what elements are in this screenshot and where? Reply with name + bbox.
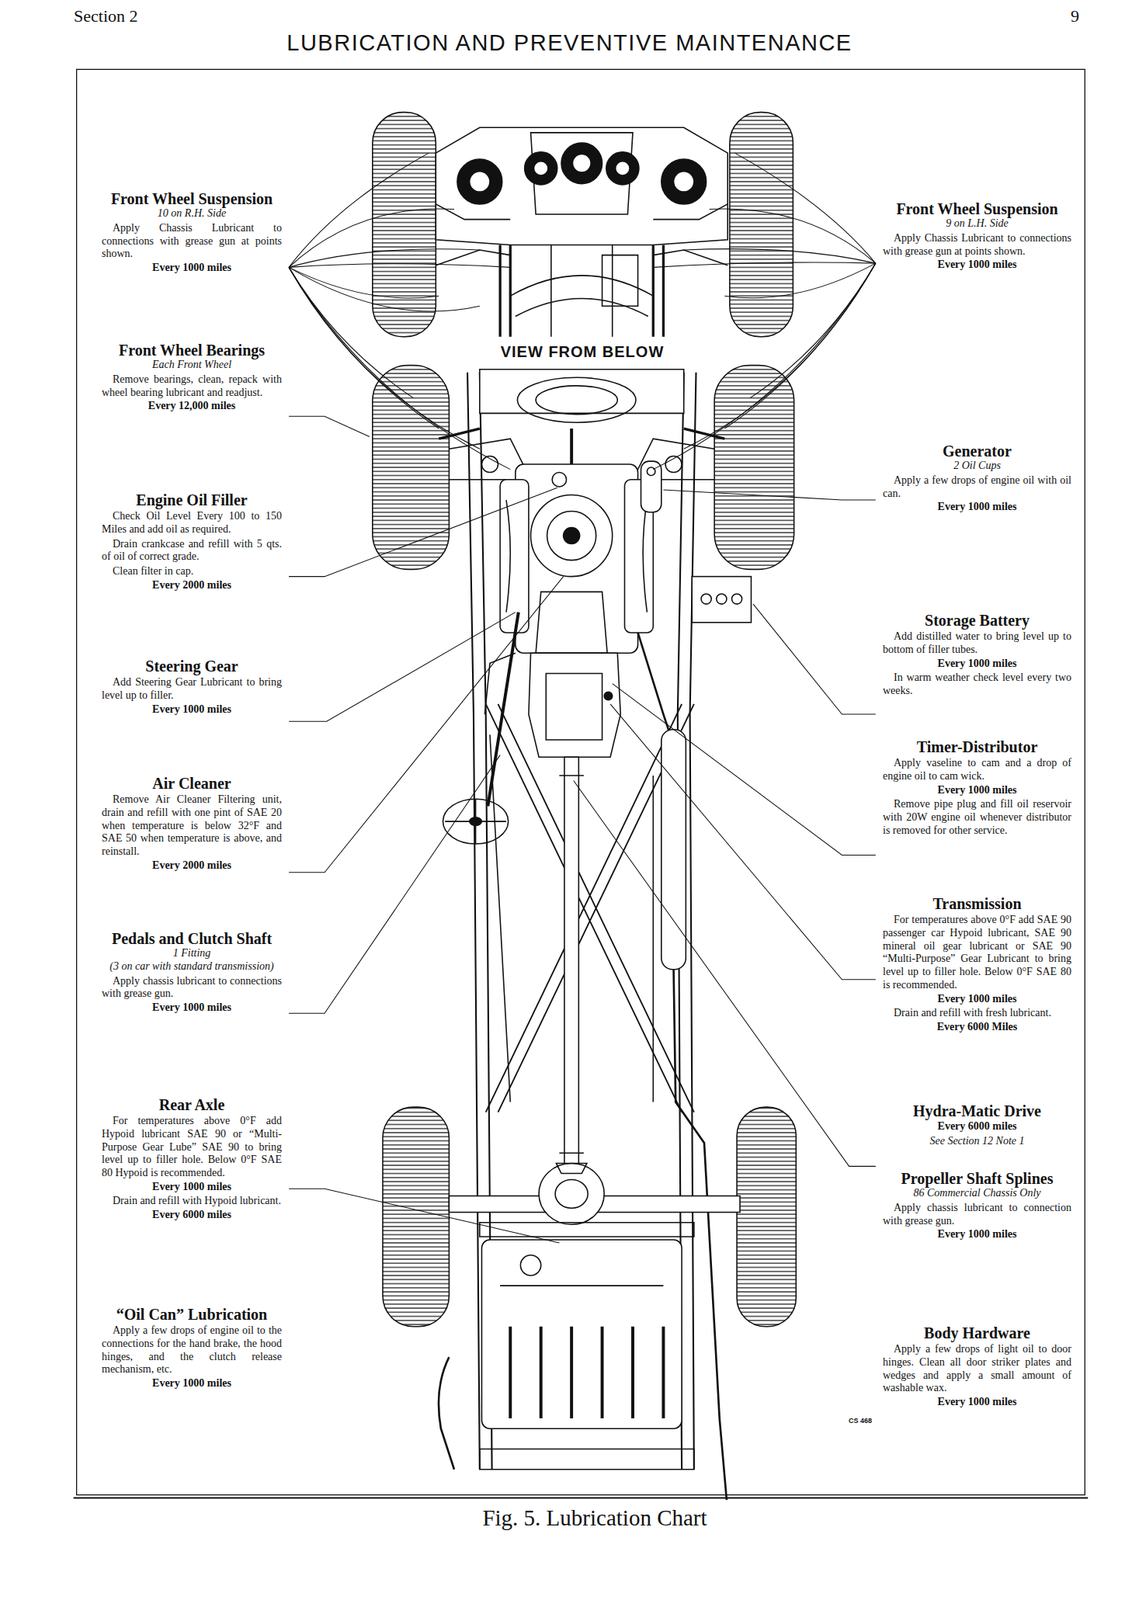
callout-body: Drain and refill with Hypoid lubricant. <box>101 1194 282 1209</box>
callout-interval: Every 2000 miles <box>101 858 282 873</box>
callout-heading: Pedals and Clutch Shaft <box>101 930 282 948</box>
callout-body: Drain crankcase and refill with 5 qts. o… <box>101 538 282 565</box>
callout-block: Body HardwareApply a few drops of light … <box>882 1323 1072 1411</box>
callout-block: Hydra-Matic DriveEvery 6000 milesSee Sec… <box>882 1100 1072 1148</box>
callout-note: See Section 12 Note 1 <box>882 1135 1072 1149</box>
callout-interval: Every 1000 miles <box>101 1000 282 1015</box>
callout-block: Timer-DistributorApply vaseline to cam a… <box>882 736 1072 837</box>
callout-block: Steering GearAdd Steering Gear Lubricant… <box>101 656 282 718</box>
callout-body: Add Steering Gear Lubricant to bring lev… <box>101 676 282 703</box>
callout-block: Front Wheel Suspension9 on L.H. SideAppl… <box>882 198 1072 274</box>
callout-interval: Every 6000 miles <box>101 1208 282 1223</box>
callout-body: Check Oil Level Every 100 to 150 Miles a… <box>101 510 282 537</box>
callout-block: Storage BatteryAdd distilled water to br… <box>882 610 1072 698</box>
page-number: 9 <box>1001 6 1080 27</box>
callout-note: (3 on car with standard transmission) <box>101 960 282 974</box>
callout-block: Rear AxleFor temperatures above 0°F add … <box>101 1094 282 1224</box>
view-label: VIEW FROM BELOW <box>481 343 684 361</box>
callout-block: Pedals and Clutch Shaft1 Fitting(3 on ca… <box>101 928 282 1017</box>
callout-body: In warm weather check level every two we… <box>882 671 1072 698</box>
callout-interval: Every 1000 miles <box>882 500 1072 514</box>
callout-block: Air CleanerRemove Air Cleaner Filtering … <box>101 773 282 874</box>
section-number: Section 2 <box>73 6 230 27</box>
callout-body: For temperatures above 0°F add SAE 90 pa… <box>882 913 1072 993</box>
callout-block: Engine Oil FillerCheck Oil Level Every 1… <box>101 489 282 594</box>
callout-body: Apply Chassis Lubricant to connections w… <box>101 222 282 261</box>
drawing-number: CS 468 <box>848 1417 896 1426</box>
callout-block: Propeller Shaft Splines86 Commercial Cha… <box>882 1168 1072 1244</box>
callout-interval: Every 1000 miles <box>882 1395 1072 1410</box>
callout-interval: Every 1000 miles <box>882 656 1072 671</box>
callout-interval: Every 1000 miles <box>101 702 282 717</box>
callout-block: Generator2 Oil CupsApply a few drops of … <box>882 441 1072 516</box>
callout-block: TransmissionFor temperatures above 0°F a… <box>882 893 1072 1036</box>
callout-heading: Front Wheel Suspension <box>882 200 1072 218</box>
callout-heading: Front Wheel Suspension <box>101 190 282 208</box>
callout-note: Each Front Wheel <box>101 358 282 372</box>
callout-interval: Every 1000 miles <box>882 783 1072 798</box>
callout-interval: Every 1000 miles <box>882 257 1072 272</box>
callout-heading: Generator <box>882 442 1072 460</box>
callout-heading: Steering Gear <box>101 657 282 675</box>
callout-body: Apply vaseline to cam and a drop of engi… <box>882 757 1072 784</box>
callout-block: Front Wheel Suspension10 on R.H. SideApp… <box>101 188 282 277</box>
callout-block: “Oil Can” LubricationApply a few drops o… <box>101 1304 282 1393</box>
callout-heading: “Oil Can” Lubrication <box>101 1305 282 1324</box>
callout-heading: Propeller Shaft Splines <box>882 1170 1072 1188</box>
callout-body: Remove pipe plug and fill oil reservoir … <box>882 798 1072 837</box>
callout-block: Front Wheel BearingsEach Front WheelRemo… <box>101 340 282 415</box>
callout-interval: Every 1000 miles <box>101 260 282 275</box>
callout-interval: Every 1000 miles <box>101 1376 282 1391</box>
chassis-drawing <box>372 365 796 1501</box>
callout-note: 9 on L.H. Side <box>882 217 1072 231</box>
callout-heading: Timer-Distributor <box>882 738 1072 756</box>
callout-note: 1 Fitting <box>101 947 282 961</box>
callout-heading: Front Wheel Bearings <box>101 341 282 359</box>
page-frame <box>73 69 1089 1498</box>
callout-body: Apply chassis lubricant to connections w… <box>101 975 282 1002</box>
callout-body: Drain and refill with fresh lubricant. <box>882 1007 1072 1021</box>
callout-note: 10 on R.H. Side <box>101 207 282 221</box>
callout-interval: Every 6000 Miles <box>882 1020 1072 1035</box>
callout-interval: Every 1000 miles <box>882 1227 1072 1242</box>
callout-heading: Transmission <box>882 895 1072 913</box>
callout-interval: Every 6000 miles <box>882 1119 1072 1134</box>
callout-heading: Air Cleaner <box>101 774 282 792</box>
callout-interval: Every 2000 miles <box>101 578 282 593</box>
callout-heading: Hydra-Matic Drive <box>882 1102 1072 1120</box>
callout-body: Remove Air Cleaner Filtering unit, drain… <box>101 793 282 859</box>
callout-note: 2 Oil Cups <box>882 459 1072 473</box>
callout-heading: Storage Battery <box>882 611 1072 629</box>
callout-heading: Engine Oil Filler <box>101 491 282 509</box>
callout-body: Apply chassis lubricant to connection wi… <box>882 1201 1072 1229</box>
callout-body: For temperatures above 0°F add Hypoid lu… <box>101 1114 282 1181</box>
callout-body: Add distilled water to bring level up to… <box>882 630 1072 657</box>
callout-interval: Every 12,000 miles <box>101 399 282 414</box>
leader-lines <box>288 152 876 1244</box>
callout-heading: Rear Axle <box>101 1096 282 1114</box>
figure-caption: Fig. 5. Lubrication Chart <box>284 1504 906 1532</box>
callout-heading: Body Hardware <box>882 1324 1072 1342</box>
callout-body: Apply Chassis Lubricant to connections w… <box>882 232 1072 259</box>
callout-note: 86 Commercial Chassis Only <box>882 1187 1072 1201</box>
callout-interval: Every 1000 miles <box>882 992 1072 1007</box>
callout-body: Apply a few drops of light oil to door h… <box>882 1343 1072 1396</box>
callout-body: Clean filter in cap. <box>101 565 282 579</box>
page-title: LUBRICATION AND PREVENTIVE MAINTENANCE <box>155 29 984 57</box>
callout-interval: Every 1000 miles <box>101 1180 282 1195</box>
callout-body: Apply a few drops of engine oil with oil… <box>882 474 1072 501</box>
callout-body: Remove bearings, clean, repack with whee… <box>101 373 282 400</box>
callout-body: Apply a few drops of engine oil to the c… <box>101 1324 282 1377</box>
front-suspension-inset <box>372 112 794 337</box>
